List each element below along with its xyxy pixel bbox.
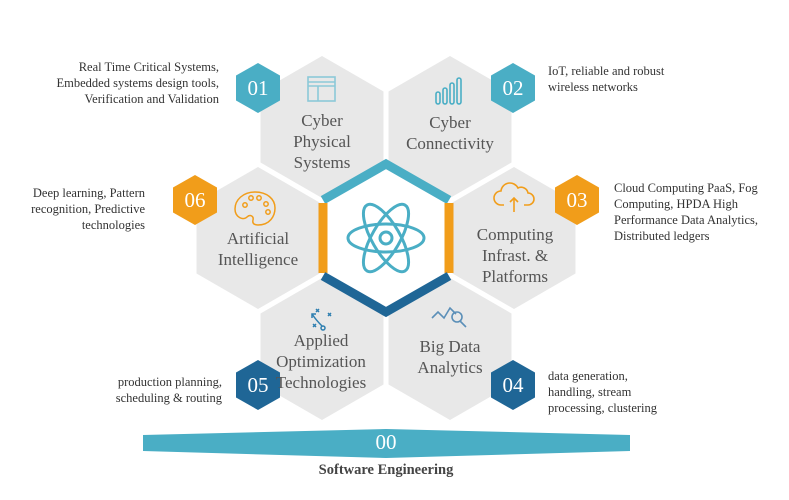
title-line: Connectivity <box>406 134 494 153</box>
title-line: Cyber <box>301 111 343 130</box>
title-line: Infrast. & <box>481 246 549 265</box>
palette-icon <box>234 191 276 226</box>
hex-artificial-intelligence <box>196 167 320 309</box>
description-line: recognition, Predictive <box>31 202 145 216</box>
data-search-icon <box>431 306 467 328</box>
description-line: Embedded systems design tools, <box>56 76 220 90</box>
title-line: Physical <box>293 132 351 151</box>
title-line: Applied <box>293 331 349 350</box>
hex-cyber-connectivity <box>388 56 512 198</box>
title-line: Analytics <box>417 358 483 377</box>
center-edge-bottom <box>320 272 452 318</box>
description-01: Real Time Critical Systems, Embedded sys… <box>20 59 220 107</box>
title-line: Platforms <box>481 267 549 286</box>
description-line: wireless networks <box>548 80 638 94</box>
title-line: Systems <box>293 153 351 172</box>
badge-number-05: 05 <box>247 373 269 397</box>
badge-hex-01 <box>236 63 280 113</box>
description-04: data generation, handling, stream proces… <box>548 368 657 416</box>
signal-bars-icon <box>435 77 462 105</box>
description-line: Performance Data Analytics, <box>614 213 759 227</box>
badge-hex-05 <box>236 360 280 410</box>
center-edge-top <box>320 158 452 204</box>
title-line: Artificial <box>226 229 290 248</box>
strategy-play-icon <box>311 308 332 331</box>
title-cyber-connectivity: Cyber Connectivity <box>380 112 520 154</box>
title-line: Big Data <box>419 337 481 356</box>
description-06: Deep learning, Pattern recognition, Pred… <box>10 185 145 233</box>
description-line: scheduling & routing <box>115 391 222 405</box>
title-computing-platforms: Computing Infrast. & Platforms <box>452 224 578 287</box>
description-line: Cloud Computing PaaS, Fog <box>614 181 758 195</box>
badge-hex-02 <box>491 63 535 113</box>
title-applied-optimization: Applied Optimization Technologies <box>256 330 386 393</box>
badge-number-01: 01 <box>247 76 269 100</box>
title-line: Intelligence <box>217 250 299 269</box>
description-line: data generation, <box>548 369 628 383</box>
cloud-upload-icon <box>493 182 535 212</box>
title-line: Computing <box>476 225 554 244</box>
hex-big-data <box>388 278 512 420</box>
hex-applied-optimization <box>260 278 384 420</box>
description-line: Computing, HPDA High <box>614 197 738 211</box>
description-line: Deep learning, Pattern <box>32 186 145 200</box>
badge-hex-06 <box>173 175 217 225</box>
base-title: Software Engineering <box>318 462 454 478</box>
description-05: production planning, scheduling & routin… <box>40 374 222 406</box>
description-line: processing, clustering <box>548 401 658 415</box>
description-line: technologies <box>81 218 145 232</box>
title-artificial-intelligence: Artificial Intelligence <box>195 228 321 270</box>
title-line: Optimization <box>276 352 366 371</box>
description-03: Cloud Computing PaaS, Fog Computing, HPD… <box>614 180 758 244</box>
title-line: Technologies <box>275 373 367 392</box>
atom-icon <box>346 202 426 274</box>
description-line: production planning, <box>117 375 222 389</box>
badge-number-06: 06 <box>184 188 206 212</box>
description-02: IoT, reliable and robust wireless networ… <box>548 63 664 95</box>
title-big-data-analytics: Big Data Analytics <box>388 336 512 378</box>
hex-computing <box>452 167 576 309</box>
title-line: Cyber <box>429 113 471 132</box>
base-bar <box>143 429 630 458</box>
badge-hex-03 <box>555 175 599 225</box>
badge-number-03: 03 <box>566 188 588 212</box>
browser-window-icon <box>307 76 336 102</box>
title-cyber-physical-systems: Cyber Physical Systems <box>262 110 382 173</box>
description-line: IoT, reliable and robust <box>548 64 665 78</box>
description-line: Distributed ledgers <box>614 229 710 243</box>
base-number: 00 <box>375 430 397 454</box>
badge-hex-04 <box>491 360 535 410</box>
hex-cyber-physical <box>260 56 384 198</box>
badge-number-04: 04 <box>502 373 524 397</box>
description-line: handling, stream <box>548 385 632 399</box>
badge-number-02: 02 <box>502 76 524 100</box>
description-line: Real Time Critical Systems, <box>78 60 219 74</box>
description-line: Verification and Validation <box>84 92 219 106</box>
